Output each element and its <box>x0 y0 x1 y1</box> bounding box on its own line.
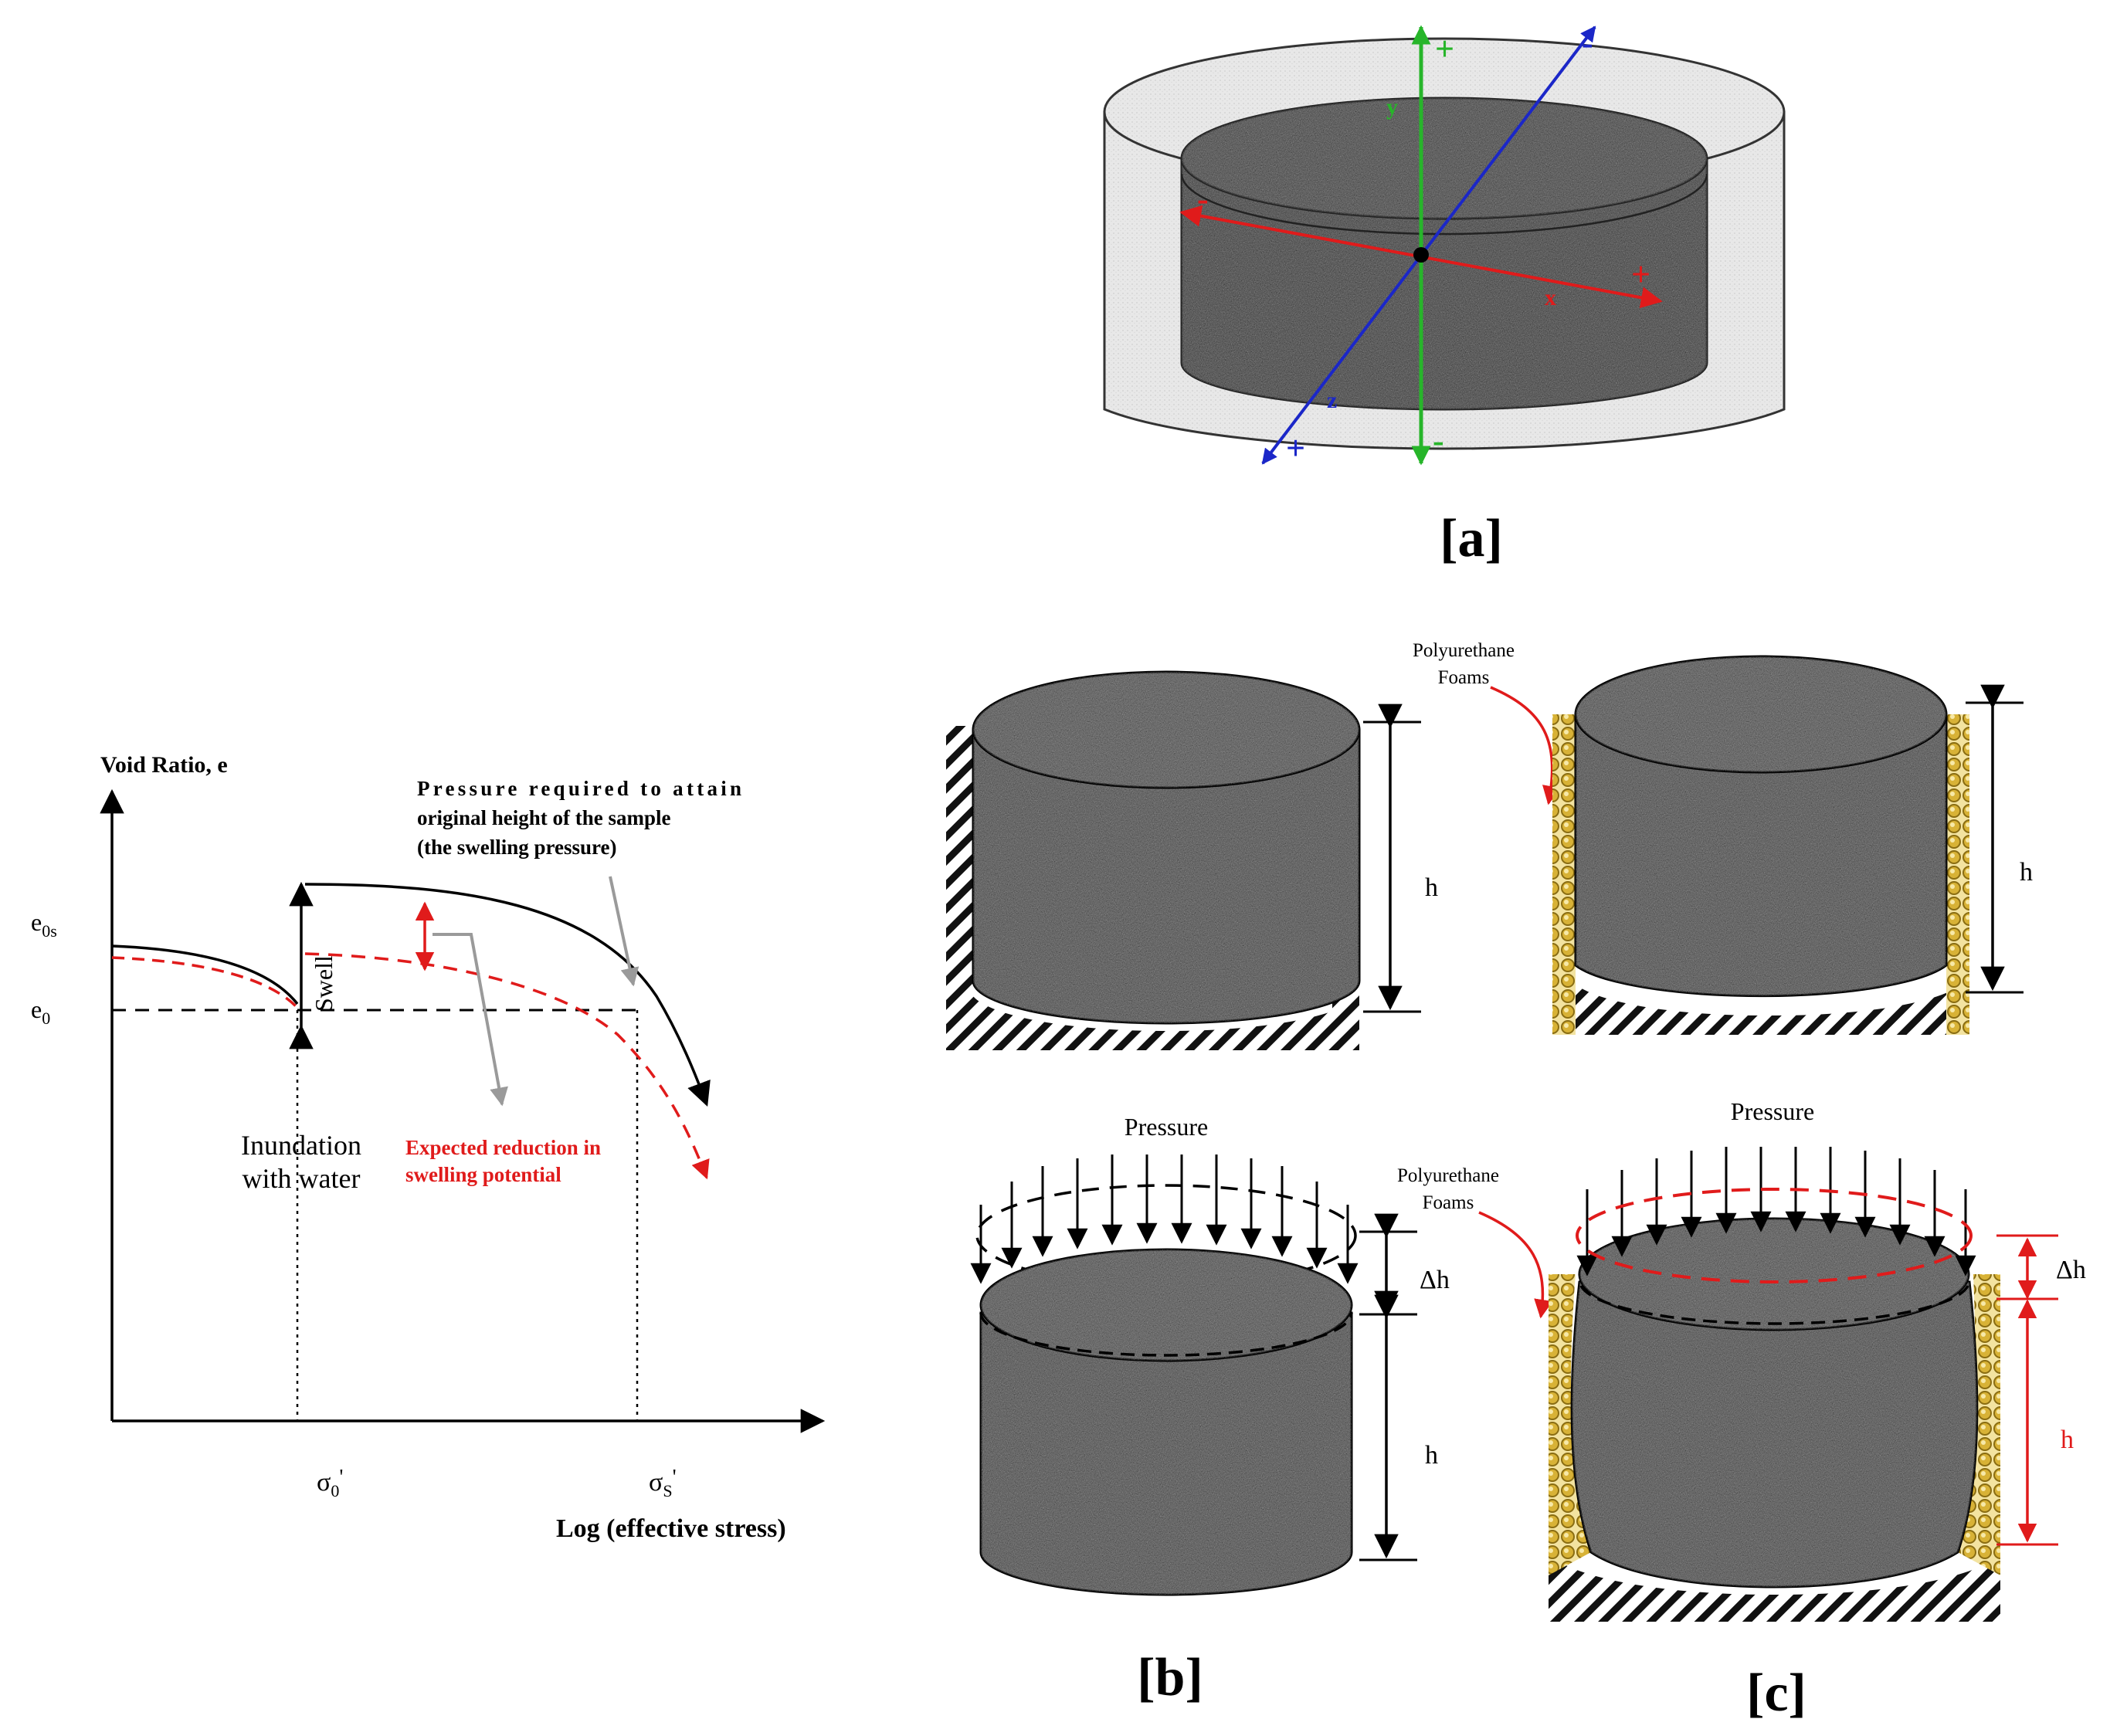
swollen-outline-c <box>1576 1188 1973 1283</box>
soil-sample-b1 <box>972 670 1361 1025</box>
hatch-base-b1 <box>946 996 1359 1050</box>
inundation-line-1: Inundation <box>241 1130 361 1161</box>
blue-minus: - <box>1582 24 1593 62</box>
panel-b-label: [b] <box>1137 1648 1203 1707</box>
soil-sample-c1 <box>1574 655 1948 998</box>
z-letter: z <box>1327 388 1337 413</box>
h-label-c1: h <box>2020 858 2033 887</box>
pressure-arrows-b <box>970 1155 1359 1284</box>
panel-a-label: [a] <box>1440 509 1503 568</box>
blue-plus: + <box>1286 429 1305 467</box>
swelling-curve-red <box>304 952 710 1180</box>
swelling-pressure-pointer <box>609 876 639 987</box>
inundation-line-2: with water <box>243 1163 361 1194</box>
foam-left-c2 <box>1549 1274 1591 1575</box>
panel-c-pressure: Pressure Polyurethane Foams <box>1397 1097 2086 1723</box>
e0s-label: e0s <box>31 908 57 941</box>
panel-b-pressure: Pressure Δh h [b] <box>970 1113 1450 1707</box>
swell-label: Swell <box>310 955 338 1012</box>
red-plus: + <box>1631 256 1650 293</box>
x-axis-title: Log (effective stress) <box>556 1514 786 1543</box>
foam-pointer-bottom <box>1478 1211 1553 1319</box>
expected-line-2: swelling potential <box>405 1163 561 1186</box>
initial-curve-red <box>111 956 299 1009</box>
h-label-b2: h <box>1425 1441 1438 1470</box>
pressure-label-b: Pressure <box>1125 1113 1208 1141</box>
hatch-base-c1 <box>1572 981 1966 1035</box>
pressure-note-line-2: original height of the sample <box>417 806 671 829</box>
soil-sample-b2 <box>979 1248 1353 1596</box>
y-axis-title: Void Ratio, e <box>100 752 228 778</box>
soil-sample-a <box>1180 97 1708 411</box>
panel-c-foam: Polyurethane Foams h <box>1413 640 2033 1035</box>
panel-b-confined: h <box>946 670 1438 1050</box>
e0-label: e0 <box>31 995 50 1028</box>
pressure-arrows-c <box>1576 1147 1976 1277</box>
panel-c-label: [c] <box>1746 1663 1806 1723</box>
origin-dot <box>1413 247 1429 263</box>
expected-line-1: Expected reduction in <box>405 1136 601 1159</box>
pressure-note-line-3: (the swelling pressure) <box>417 836 617 859</box>
dh-label-b: Δh <box>1420 1266 1450 1294</box>
foam-label-bottom-2: Foams <box>1423 1192 1474 1213</box>
h-label-c2: h <box>2061 1426 2074 1454</box>
h-label-b1: h <box>1425 873 1438 902</box>
foam-pointer-top <box>1490 686 1562 805</box>
foam-right-c1 <box>1946 714 1969 1035</box>
pressure-note-line-1: Pressure required to attain <box>417 777 741 800</box>
panel-a: x y z + - + - + - [a] <box>1103 24 1786 568</box>
soil-sample-c2 <box>1570 1217 1979 1589</box>
sigmaS-label: σS' <box>649 1466 677 1500</box>
foam-label-top-2: Foams <box>1438 667 1490 688</box>
hatch-base-c2 <box>1549 1552 2000 1622</box>
x-letter: x <box>1545 285 1556 310</box>
green-plus: + <box>1435 30 1454 68</box>
swelling-curve-black <box>304 883 711 1107</box>
foam-label-bottom-1: Polyurethane <box>1397 1165 1499 1186</box>
dh-label-c: Δh <box>2056 1256 2086 1284</box>
sigma0-label: σ0' <box>317 1466 343 1500</box>
reduction-pointer <box>433 933 508 1107</box>
axis-z-blue <box>1261 25 1596 465</box>
red-minus: - <box>1197 180 1209 218</box>
foam-left-c1 <box>1552 714 1576 1035</box>
y-letter: y <box>1386 94 1398 120</box>
void-ratio-graph: Void Ratio, e e0s e0 Swell Pressure requ… <box>31 752 826 1543</box>
foam-label-top-1: Polyurethane <box>1413 640 1515 661</box>
green-minus: - <box>1433 422 1444 459</box>
pressure-label-c: Pressure <box>1731 1097 1814 1125</box>
initial-curve-black <box>111 944 299 1005</box>
